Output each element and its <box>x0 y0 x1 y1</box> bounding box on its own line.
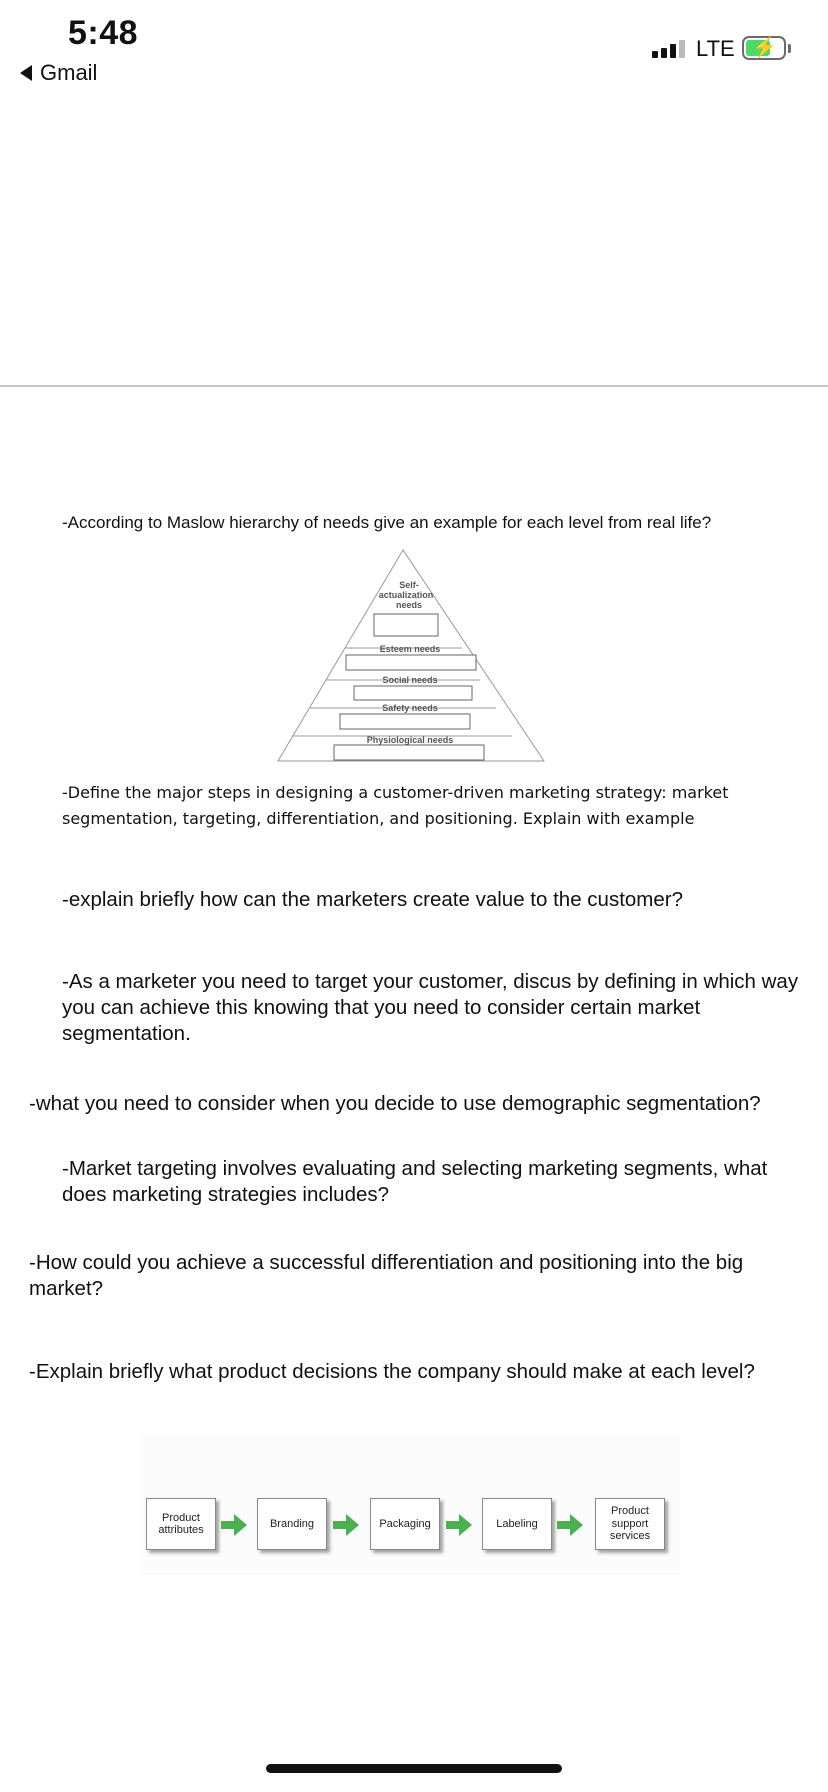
battery-nub <box>788 44 791 53</box>
pyramid-label-safety: Safety needs <box>382 703 438 713</box>
network-type: LTE <box>696 36 735 61</box>
back-arrow-icon <box>20 65 32 81</box>
flow-step-product-support-services: Product support services <box>595 1498 665 1550</box>
back-to-gmail-button[interactable]: Gmail <box>20 60 97 86</box>
back-label: Gmail <box>40 60 98 85</box>
flow-step-branding: Branding <box>257 1498 327 1550</box>
question-demographic: -what you need to consider when you deci… <box>29 1092 761 1115</box>
header-divider <box>0 385 828 387</box>
question-strategy-steps: -Define the major steps in designing a c… <box>62 783 729 828</box>
question-product-decisions: -Explain briefly what product decisions … <box>29 1360 755 1383</box>
battery-icon: ⚡ <box>742 36 786 60</box>
home-indicator[interactable] <box>266 1764 562 1773</box>
pyramid-label-physiological: Physiological needs <box>367 735 454 745</box>
charging-bolt-icon: ⚡ <box>752 37 777 59</box>
flow-arrow-icon <box>557 1514 583 1536</box>
flow-arrow-icon <box>221 1514 247 1536</box>
flow-arrow-icon <box>333 1514 359 1536</box>
flow-step-packaging: Packaging <box>370 1498 440 1550</box>
flow-step-labeling: Labeling <box>482 1498 552 1550</box>
pyramid-label-self-1: Self- <box>399 580 419 590</box>
question-target-customer: -As a marketer you need to target your c… <box>62 970 799 1045</box>
question-market-targeting: -Market targeting involves evaluating an… <box>62 1157 768 1206</box>
cellular-signal-icon <box>652 40 685 58</box>
question-differentiation: -How could you achieve a successful diff… <box>29 1251 744 1300</box>
flow-step-product-attributes: Product attributes <box>146 1498 216 1550</box>
pyramid-label-social: Social needs <box>382 675 437 685</box>
status-time: 5:48 <box>68 14 139 52</box>
pyramid-label-self-3: needs <box>396 600 422 610</box>
maslow-pyramid-diagram: Self- actualization needs Esteem needs S… <box>277 549 545 762</box>
flow-arrow-icon <box>446 1514 472 1536</box>
pyramid-label-esteem: Esteem needs <box>380 644 441 654</box>
question-maslow: -According to Maslow hierarchy of needs … <box>62 513 712 532</box>
pyramid-label-self-2: actualization <box>379 590 434 600</box>
question-create-value: -explain briefly how can the marketers c… <box>62 888 683 911</box>
